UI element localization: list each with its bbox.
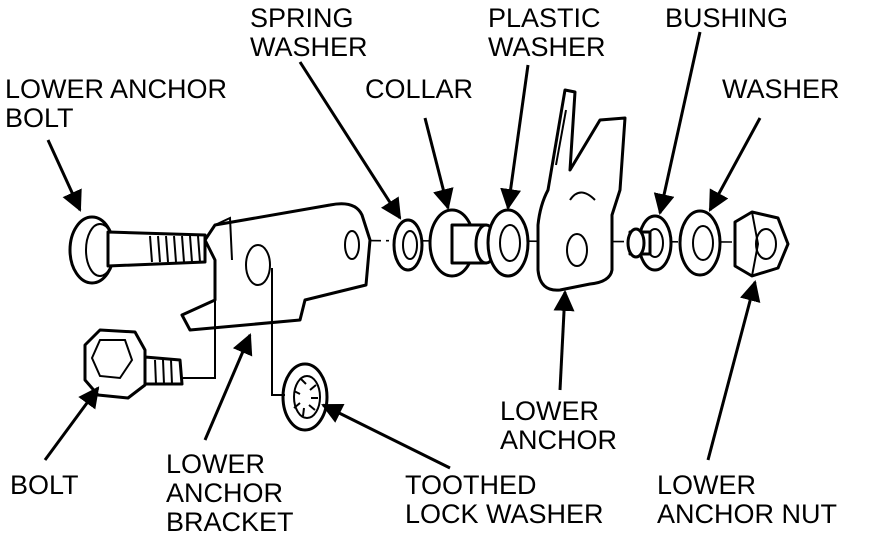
lower-anchor-part (536, 88, 627, 292)
collar-label: COLLAR (365, 74, 473, 104)
spring-washer-part (392, 218, 424, 272)
washer-part (678, 209, 722, 277)
bolt-label: BOLT (10, 470, 79, 500)
bolt-assembly-line (183, 262, 216, 379)
plastic-washer-part (486, 208, 530, 278)
spring-washer-arrow (298, 61, 402, 220)
toothed-lock-washer-part (281, 362, 329, 432)
lower-anchor-bolt-arrow (46, 139, 82, 212)
spring-washer-label: SPRING WASHER (250, 3, 368, 62)
bushing-arrow (653, 31, 702, 216)
lower-anchor-bracket-part (180, 202, 372, 332)
washer-label: WASHER (722, 74, 840, 104)
bushing-part (626, 214, 673, 272)
lower-anchor-nut-label: LOWER ANCHOR NUT (657, 470, 837, 529)
lower-anchor-bolt-part (68, 215, 207, 285)
lock-washer-assembly-line (271, 268, 285, 396)
toothed-lock-washer-arrow (321, 403, 451, 470)
lower-anchor-nut-arrow (706, 279, 761, 461)
toothed-lock-washer-label: TOOTHED LOCK WASHER (405, 470, 604, 529)
bolt-part (83, 328, 184, 400)
washer-arrow (708, 117, 762, 212)
collar-part (428, 208, 498, 278)
lower-anchor-bracket-arrow (203, 333, 253, 441)
collar-arrow (423, 117, 454, 211)
lower-anchor-bracket-label: LOWER ANCHOR BRACKET (166, 449, 294, 537)
lower-anchor-bolt-label: LOWER ANCHOR BOLT (5, 74, 235, 133)
lower-anchor-label: LOWER ANCHOR (500, 396, 617, 455)
bushing-label: BUSHING (665, 3, 788, 33)
plastic-washer-label: PLASTIC WASHER (488, 3, 608, 62)
lower-anchor-nut-part (733, 210, 790, 278)
plastic-washer-arrow (500, 64, 530, 211)
lower-anchor-arrow (553, 289, 575, 391)
bolt-arrow (43, 386, 100, 461)
